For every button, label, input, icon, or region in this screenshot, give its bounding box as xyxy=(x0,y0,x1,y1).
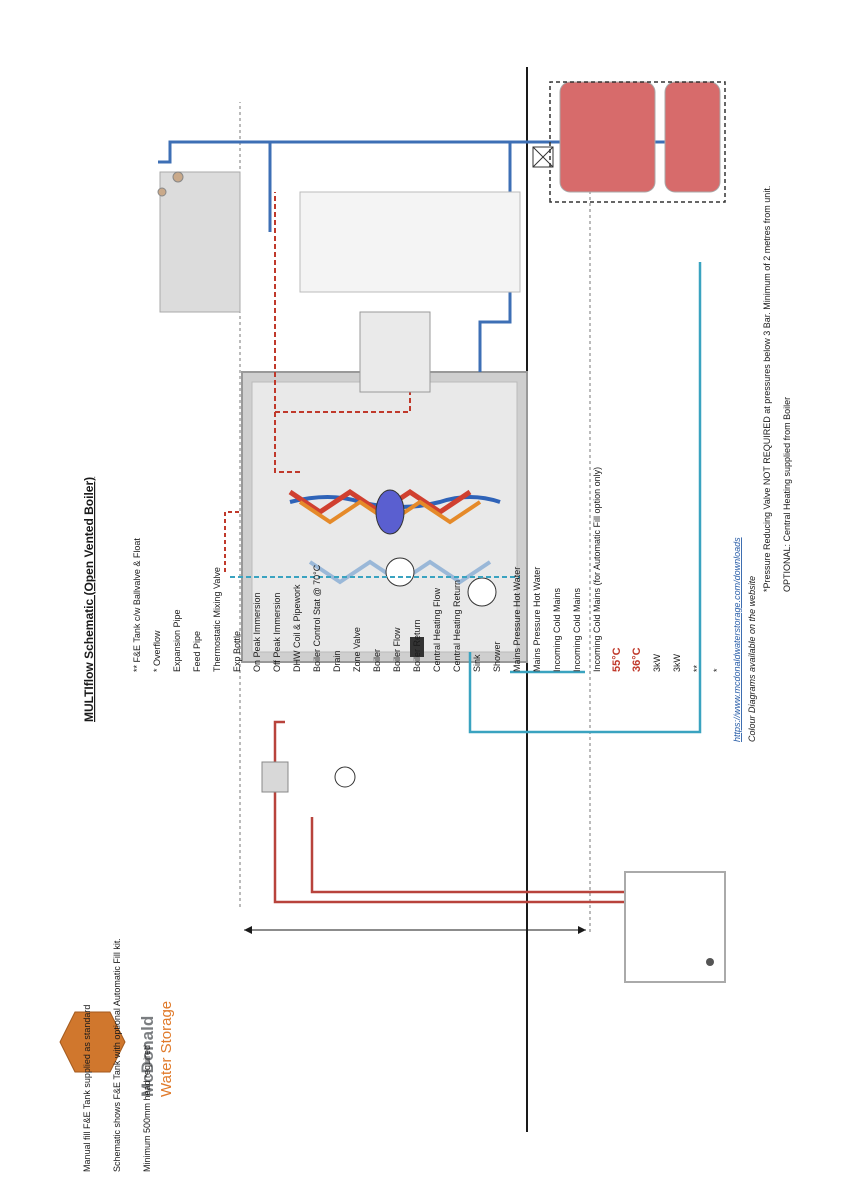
tank-ballvalve xyxy=(172,171,184,183)
exp-bottle xyxy=(375,489,405,535)
label-temp-55: 55°C xyxy=(611,647,623,672)
label-temp-36: 36°C xyxy=(631,647,643,672)
label-boiler-stat: Boiler Control Stat @ 70°C xyxy=(312,564,322,672)
label-feed: Feed Pipe xyxy=(192,631,202,672)
zone-valve xyxy=(261,761,289,793)
label-ch-return: Central Heating Return xyxy=(452,580,462,672)
label-boiler-return: Boiler Return xyxy=(412,619,422,672)
label-dhw: DHW Coil & Pipework xyxy=(292,584,302,672)
label-expansion: Expansion Pipe xyxy=(172,609,182,672)
label-fe-tank: ** F&E Tank c/w Ballvalve & Float xyxy=(132,538,142,672)
ch-return-pipe xyxy=(468,262,702,734)
label-cold-auto: Incoming Cold Mains (for Automatic Fill … xyxy=(592,467,602,672)
dim-arrow-down xyxy=(578,926,586,934)
label-cold-1: Incoming Cold Mains xyxy=(552,587,562,672)
label-mains-hw-2: Mains Pressure Hot Water xyxy=(532,567,542,672)
boiler-knob xyxy=(706,958,714,966)
label-off-peak: Off Peak Immersion xyxy=(272,593,282,672)
optional-ch-box xyxy=(549,81,726,203)
schematic-title: MULTIflow Schematic (Open Vented Boiler) xyxy=(82,477,96,722)
label-drain: Drain xyxy=(332,650,342,672)
label-ch-flow: Central Heating Flow xyxy=(432,587,442,672)
note-manual-fill: Manual fill F&E Tank supplied as standar… xyxy=(82,1005,92,1172)
label-boiler: Boiler xyxy=(372,649,382,672)
label-star1: * xyxy=(712,668,722,672)
label-exp-bottle: Exp Bottle xyxy=(232,631,242,672)
label-mains-hw-1: Mains Pressure Hot Water xyxy=(512,567,522,672)
dim-arrow-up xyxy=(244,926,252,934)
radiator-2 xyxy=(664,81,721,193)
label-boiler-flow: Boiler Flow xyxy=(392,627,402,672)
shower-enclosure xyxy=(299,191,521,293)
label-kw-2: 3kW xyxy=(672,653,682,672)
label-on-peak: On Peak Immersion xyxy=(252,592,262,672)
off-peak-element xyxy=(467,577,497,607)
expansion-pipe xyxy=(224,511,242,572)
note-url[interactable]: https://www.mcdonaldwaterstorage.com/dow… xyxy=(732,537,742,742)
radiator-1 xyxy=(559,81,656,193)
label-cold-2: Incoming Cold Mains xyxy=(572,587,582,672)
note-colour: Colour Diagrams available on the website xyxy=(747,576,757,742)
label-kw-1: 3kW xyxy=(652,653,662,672)
hw-to-sink xyxy=(275,392,411,413)
label-thermo: Thermostatic Mixing Valve xyxy=(212,567,222,672)
logo-mark xyxy=(59,1011,126,1073)
label-star2: ** xyxy=(692,664,702,672)
tank-float xyxy=(157,187,167,197)
logo-sub: Water Storage xyxy=(158,1001,175,1097)
label-overflow: * Overflow xyxy=(152,630,162,672)
boiler-flow-pipe xyxy=(273,720,675,904)
note-optional: OPTIONAL: Central Heating supplied from … xyxy=(782,397,792,592)
label-zone-valve: Zone Valve xyxy=(352,627,362,672)
note-min-head: Minimum 500mm head required xyxy=(142,1045,152,1172)
boiler xyxy=(624,871,726,983)
boiler-stat-device xyxy=(410,637,424,657)
logo-name: McDonald xyxy=(138,1016,157,1097)
on-peak-element xyxy=(385,557,415,587)
label-shower: Shower xyxy=(492,641,502,672)
note-prv: *Pressure Reducing Valve NOT REQUIRED at… xyxy=(762,186,772,592)
sink xyxy=(359,311,431,393)
fe-tank xyxy=(159,171,241,313)
note-schematic: Schematic shows F&E Tank with optional A… xyxy=(112,938,122,1172)
pump xyxy=(334,766,356,788)
label-sink: Sink xyxy=(472,654,482,672)
boiler-return-pipe xyxy=(310,817,675,894)
hw-to-shower xyxy=(274,192,300,473)
